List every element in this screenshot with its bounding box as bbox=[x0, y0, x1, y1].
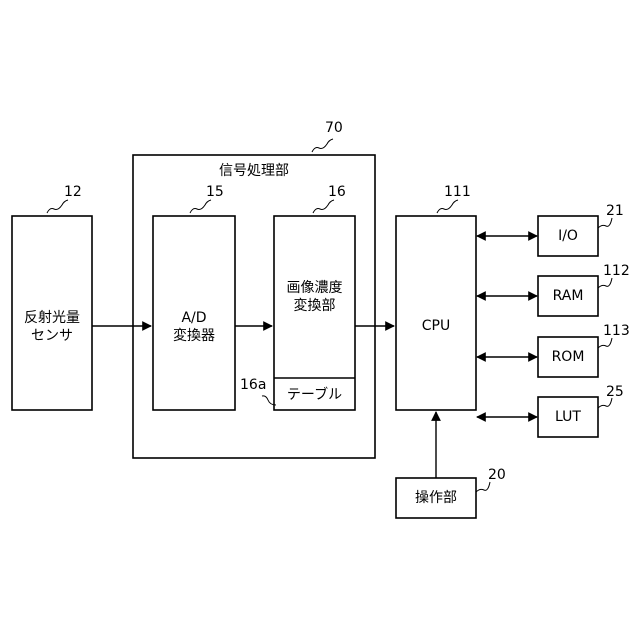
leader-111 bbox=[437, 200, 458, 213]
ref-16a: 16a bbox=[240, 376, 266, 394]
ref-25: 25 bbox=[606, 383, 624, 401]
density-converter-label-line1: 画像濃度 bbox=[274, 279, 355, 297]
leader-16 bbox=[313, 200, 334, 213]
ram-label: RAM bbox=[538, 287, 598, 305]
ad-converter-label: A/D 変換器 bbox=[153, 309, 235, 345]
ref-112: 112 bbox=[603, 262, 630, 280]
ref-16: 16 bbox=[328, 183, 346, 201]
ref-113: 113 bbox=[603, 322, 630, 340]
leader-12 bbox=[47, 200, 68, 213]
ref-21: 21 bbox=[606, 202, 624, 220]
rom-label: ROM bbox=[538, 348, 598, 366]
ad-converter-label-line1: A/D bbox=[153, 309, 235, 327]
ref-70: 70 bbox=[325, 119, 343, 137]
table-label: テーブル bbox=[274, 386, 355, 404]
ref-15: 15 bbox=[206, 183, 224, 201]
density-converter-label: 画像濃度 変換部 bbox=[274, 279, 355, 315]
sensor-label-line1: 反射光量 bbox=[12, 309, 92, 327]
ref-111: 111 bbox=[444, 183, 471, 201]
cpu-box bbox=[396, 216, 476, 410]
io-label: I/O bbox=[538, 227, 598, 245]
leader-15 bbox=[190, 200, 211, 213]
density-converter-label-line2: 変換部 bbox=[274, 297, 355, 315]
ad-converter-label-line2: 変換器 bbox=[153, 327, 235, 345]
leader-70 bbox=[312, 139, 333, 152]
signal-processing-title: 信号処理部 bbox=[133, 162, 375, 180]
lut-label: LUT bbox=[538, 408, 598, 426]
ref-12: 12 bbox=[64, 183, 82, 201]
sensor-label-line2: センサ bbox=[12, 327, 92, 345]
sensor-label: 反射光量 センサ bbox=[12, 309, 92, 345]
operation-label: 操作部 bbox=[396, 489, 476, 507]
ref-20: 20 bbox=[488, 466, 506, 484]
cpu-label: CPU bbox=[396, 317, 476, 335]
